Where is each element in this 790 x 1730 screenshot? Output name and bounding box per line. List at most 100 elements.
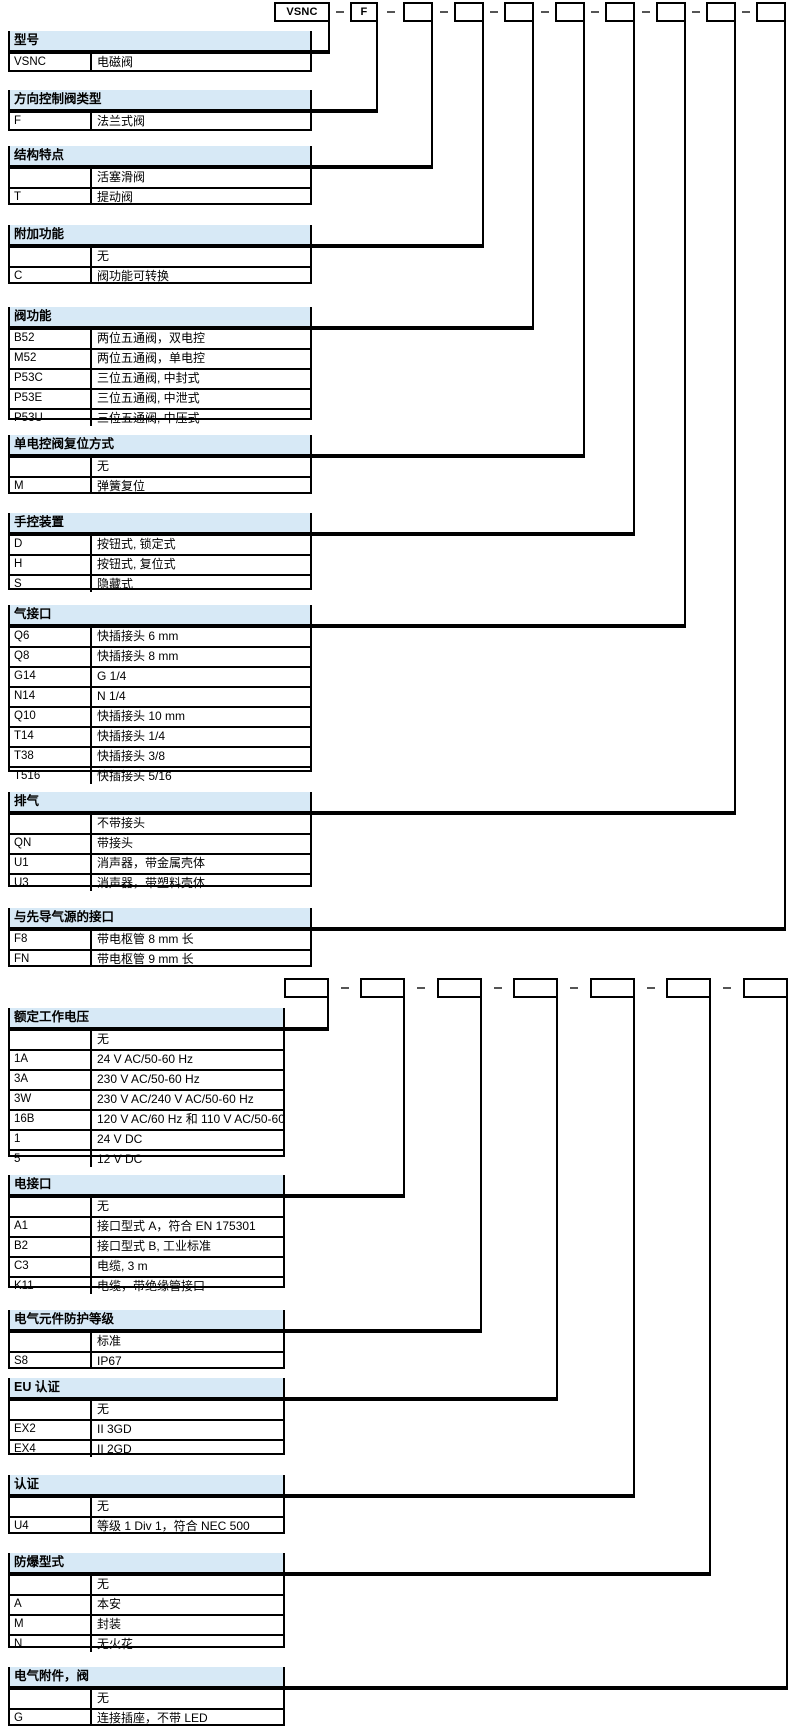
description-cell: 法兰式阀 [97,114,146,128]
code-cell [10,1498,92,1516]
code-cell: 1A [10,1051,92,1069]
type-code-box: F [350,2,378,22]
code-cell: G14 [10,668,92,686]
connector-drop-line [709,998,711,1576]
description-cell: 电磁阀 [97,55,134,69]
description-cell: IP67 [97,1354,122,1368]
description-cell: 无 [97,1499,110,1513]
section-header: 排气 [8,792,312,811]
description-cell: 24 V AC/50-60 Hz [97,1052,194,1066]
code-cell: M52 [10,350,92,368]
description-cell: 带电枢管 9 mm 长 [97,952,194,966]
code-separator-dash [591,11,599,13]
section-header: EU 认证 [8,1378,285,1397]
code-cell: K11 [10,1278,92,1294]
code-separator-dash [336,11,344,13]
code-separator-dash [641,11,650,13]
description-cell: 标准 [97,1334,122,1348]
section-header-underline [8,1397,285,1401]
description-cell: 三位五通阀, 中封式 [97,371,200,385]
section-header: 认证 [8,1475,285,1494]
connector-drop-line [633,998,635,1498]
code-cell: A [10,1596,92,1614]
code-separator-dash [493,987,502,989]
description-cell: 无 [97,249,110,263]
table-row: K11 电缆，带绝缘管接口 [10,1278,283,1294]
connector-line [285,1194,405,1198]
connector-line [312,624,686,628]
connector-line [285,1027,329,1031]
section-header-underline [8,1194,285,1198]
code-cell: U4 [10,1518,92,1534]
description-cell: 无 [97,1032,110,1046]
code-cell: U1 [10,855,92,873]
code-cell: Q10 [10,708,92,726]
section-header-underline [8,1572,285,1576]
code-cell: 3W [10,1091,92,1109]
table-row: 无 [10,1690,283,1710]
connector-line [312,109,378,113]
description-cell: 电缆，带绝缘管接口 [97,1279,206,1293]
code-cell: 16B [10,1111,92,1129]
code-separator-dash [723,987,731,989]
code-cell: M [10,478,92,494]
section-header: 方向控制阀类型 [8,90,312,109]
table-row: VSNC 电磁阀 [10,54,310,70]
section-header-underline [8,532,312,536]
connector-line [312,811,736,815]
code-cell: C3 [10,1258,92,1276]
code-cell [10,169,92,187]
type-code-box [403,2,433,22]
code-cell: T38 [10,748,92,766]
code-cell [10,1031,92,1049]
connector-line [285,1397,558,1401]
description-cell: 230 V AC/50-60 Hz [97,1072,200,1086]
description-cell: II 3GD [97,1422,132,1436]
description-cell: 消声器，带塑料壳体 [97,876,206,890]
section-header: 防爆型式 [8,1553,285,1572]
description-cell: 电缆, 3 m [97,1259,148,1273]
code-cell: P53U [10,410,92,426]
code-cell: M [10,1616,92,1634]
type-code-box [743,978,788,998]
section-table: 无 U4 等级 1 Div 1，符合 NEC 500 [8,1498,285,1534]
description-cell: 快插接头 6 mm [97,629,179,643]
description-cell: 隐藏式 [97,577,134,591]
description-cell: 快插接头 3/8 [97,749,166,763]
code-cell [10,815,92,833]
section-header: 与先导气源的接口 [8,908,312,927]
type-code-box [605,2,635,22]
type-code-box [284,978,329,998]
code-cell: B52 [10,330,92,348]
section-header: 型号 [8,31,312,50]
section-header-underline [8,244,312,248]
section-header: 电气元件防护等级 [8,1310,285,1329]
code-cell: U3 [10,875,92,891]
table-row: 无 [10,1198,283,1218]
description-cell: N 1/4 [97,689,126,703]
code-cell: H [10,556,92,574]
code-cell [10,248,92,266]
code-cell: VSNC [10,54,92,70]
section-header-underline [8,1329,285,1333]
description-cell: 等级 1 Div 1，符合 NEC 500 [97,1519,250,1533]
connector-drop-line [786,998,788,1690]
section-header-underline [8,50,312,54]
description-cell: 无火花 [97,1637,134,1651]
table-row: 1A 24 V AC/50-60 Hz [10,1051,283,1071]
